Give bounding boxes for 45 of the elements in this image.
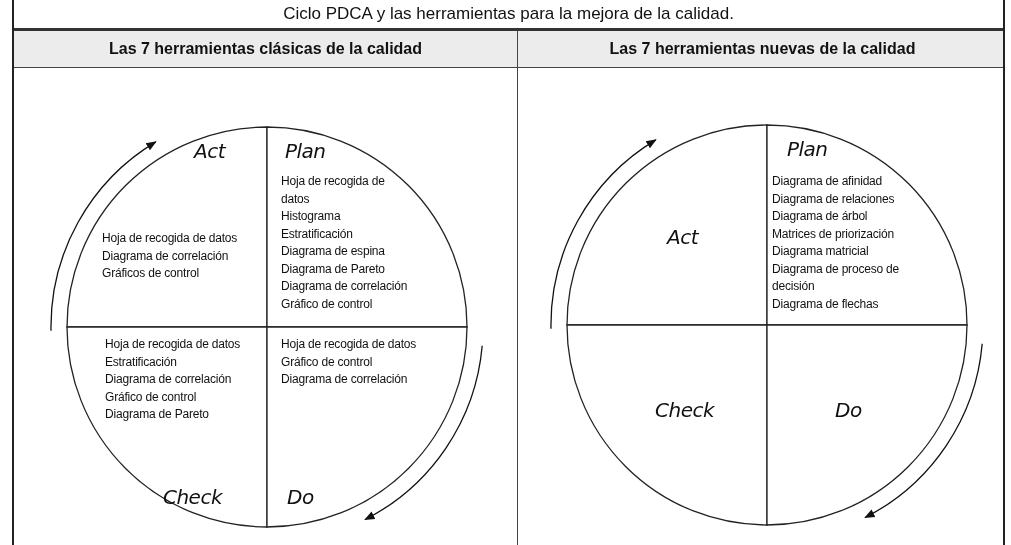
circle-quadrant bbox=[67, 127, 267, 327]
tool-name: Gráficos de control bbox=[102, 265, 200, 282]
table-column bbox=[517, 31, 1003, 545]
tool-name: Hoja de recogida de datos bbox=[102, 230, 239, 247]
phase-label: Do bbox=[835, 398, 862, 422]
circle-quadrant bbox=[767, 325, 967, 525]
phase-label: Check bbox=[655, 398, 715, 422]
tool-name: Diagrama de correlación bbox=[281, 371, 409, 388]
column-header: Las 7 herramientas nuevas de la calidad bbox=[609, 40, 916, 58]
tool-name: Diagrama de relaciones bbox=[772, 190, 896, 208]
phase-label: Plan bbox=[787, 137, 828, 161]
column-header: Las 7 herramientas clásicas de la calidad bbox=[108, 40, 423, 58]
tool-name: Diagrama de Pareto bbox=[105, 406, 210, 423]
phase-label: Plan bbox=[285, 139, 326, 163]
title: Ciclo PDCA y las herramientas para la mejora de la calidad. bbox=[282, 4, 735, 24]
circle-quadrant bbox=[567, 125, 767, 325]
tool-name: Diagrama matricial bbox=[772, 243, 870, 260]
circle-quadrant bbox=[267, 327, 467, 527]
circle-quadrant bbox=[767, 125, 967, 325]
tool-name: Gráfico de control bbox=[281, 295, 374, 313]
tool-name: Hoja de recogida de datos bbox=[281, 336, 418, 353]
tool-name: Hoja de recogida de datos bbox=[281, 173, 386, 208]
tool-name: Matrices de priorización bbox=[772, 225, 895, 243]
tool-name: Diagrama de flechas bbox=[772, 295, 880, 313]
tool-name: Hoja de recogida de datos bbox=[105, 336, 242, 353]
tool-name: Estratificación bbox=[105, 353, 178, 371]
tool-name: Gráfico de control bbox=[105, 388, 198, 406]
tool-name: Diagrama de espina bbox=[281, 243, 386, 260]
tool-name: Diagrama de Pareto bbox=[281, 260, 386, 278]
tool-name: Histograma bbox=[281, 208, 342, 225]
tool-name: Estratificación bbox=[281, 225, 354, 243]
tool-name: Diagrama de árbol bbox=[772, 208, 869, 225]
circle-quadrant bbox=[567, 325, 767, 525]
phase-label: Act bbox=[193, 139, 225, 163]
circle-quadrant bbox=[267, 127, 467, 327]
circle-quadrant bbox=[67, 327, 267, 527]
tool-name: Diagrama de correlación bbox=[105, 371, 233, 388]
tool-name: Diagrama de correlación bbox=[281, 278, 409, 295]
tool-name: Diagrama de afinidad bbox=[772, 173, 884, 190]
tool-name: Diagrama de proceso de decisión bbox=[772, 260, 900, 295]
tool-name: Diagrama de correlación bbox=[102, 247, 230, 265]
phase-label: Check bbox=[162, 485, 222, 509]
tool-name: Gráfico de control bbox=[281, 353, 374, 371]
phase-label: Act bbox=[667, 225, 699, 249]
phase-label: Do bbox=[287, 485, 314, 509]
